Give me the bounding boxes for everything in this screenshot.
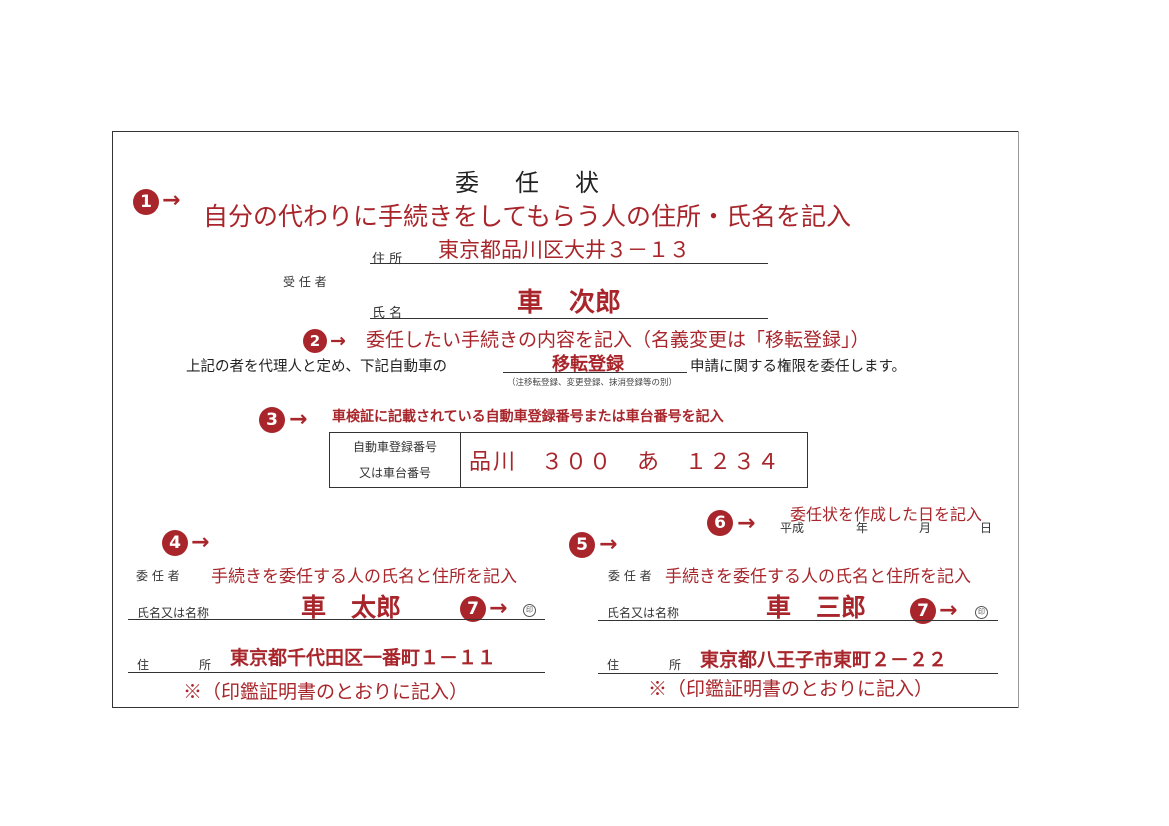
step-6-instruction: 委任状を作成した日を記入 [790, 505, 983, 524]
step-2-instruction: 委任したい手続きの内容を記入（名義変更は「移転登録」） [366, 329, 870, 351]
right-principal-name-label: 氏名又は名称 [607, 606, 680, 620]
right-principal-address-label-1: 住 [607, 658, 620, 672]
statement-note: （注移転登録、変更登録、抹消登録等の別） [507, 378, 678, 388]
agent-address-value: 東京都品川区大井３－１３ [438, 238, 690, 262]
left-principal-note: ※（印鑑証明書のとおりに記入） [183, 681, 469, 703]
date-month: 月 [919, 521, 932, 535]
left-seal-mark: 印 [523, 604, 536, 617]
vehicle-label-line1: 自動車登録番号 [352, 440, 437, 454]
date-year: 年 [856, 521, 869, 535]
left-principal-name-underline [128, 619, 545, 620]
left-principal-instruction: 手続きを委任する人の氏名と住所を記入 [211, 567, 517, 587]
right-principal-address-value: 東京都八王子市東町２－２２ [700, 649, 948, 671]
agent-address-label: 住 所 [372, 252, 403, 267]
step-7-arrow-right: → [939, 598, 958, 623]
step-6-badge: 6 [707, 510, 733, 536]
step-3-badge: 3 [259, 407, 285, 433]
agent-address-underline [370, 263, 768, 264]
agent-name-value: 車 次郎 [517, 288, 622, 318]
step-3-arrow: → [289, 407, 308, 432]
left-principal-address-label-2: 所 [199, 658, 212, 672]
step-6-arrow: → [737, 511, 756, 536]
step-2-badge: 2 [303, 329, 327, 353]
right-principal-name-underline [598, 620, 998, 621]
statement-suffix: 申請に関する権限を委任します。 [690, 359, 907, 375]
right-principal-role-label: 委 任 者 [608, 569, 652, 583]
statement-procedure-value: 移転登録 [552, 354, 624, 375]
step-1-arrow: → [162, 188, 181, 213]
step-1-badge: 1 [133, 189, 159, 215]
step-5-arrow: → [599, 532, 618, 557]
agent-role-label: 受 任 者 [283, 275, 327, 289]
step-7-arrow-left: → [489, 596, 508, 621]
step-7-badge-left: 7 [460, 596, 486, 622]
left-principal-address-underline [128, 672, 545, 673]
document-frame-right-edge [1018, 131, 1019, 708]
step-4-badge: 4 [162, 530, 188, 556]
step-4-arrow: → [191, 530, 210, 555]
agent-name-label: 氏 名 [372, 306, 403, 321]
document-title: 委 任 状 [455, 169, 605, 197]
step-7-badge-right: 7 [910, 598, 936, 624]
left-principal-role-label: 委 任 者 [136, 569, 180, 583]
left-principal-address-value: 東京都千代田区一番町１－１１ [230, 647, 497, 669]
document-frame [112, 131, 1019, 708]
vehicle-registration-table: 自動車登録番号 又は車台番号 品川 ３００ あ １２３４ [329, 432, 808, 488]
left-principal-name-value: 車 太郎 [301, 593, 402, 622]
right-seal-mark: 印 [975, 606, 988, 619]
step-2-arrow: → [330, 330, 346, 352]
right-principal-address-label-2: 所 [669, 658, 682, 672]
left-principal-name-label: 氏名又は名称 [137, 606, 210, 620]
step-3-instruction: 車検証に記載されている自動車登録番号または車台番号を記入 [332, 409, 724, 425]
step-1-instruction: 自分の代わりに手続きをしてもらう人の住所・氏名を記入 [203, 202, 852, 231]
statement-procedure-underline [503, 372, 687, 373]
step-5-badge: 5 [569, 532, 595, 558]
vehicle-registration-label-cell: 自動車登録番号 又は車台番号 [329, 432, 461, 488]
right-principal-name-value: 車 三郎 [766, 593, 867, 622]
vehicle-registration-value: 品川 ３００ あ １２３４ [460, 432, 808, 488]
right-principal-instruction: 手続きを委任する人の氏名と住所を記入 [665, 567, 971, 587]
right-principal-note: ※（印鑑証明書のとおりに記入） [648, 678, 934, 700]
statement-prefix: 上記の者を代理人と定め、下記自動車の [186, 359, 447, 375]
date-era: 平成 [780, 521, 805, 535]
date-day: 日 [980, 521, 993, 535]
left-principal-address-label-1: 住 [137, 658, 150, 672]
agent-name-underline [370, 318, 768, 319]
vehicle-label-line2: 又は車台番号 [358, 466, 431, 480]
right-principal-address-underline [598, 673, 998, 674]
